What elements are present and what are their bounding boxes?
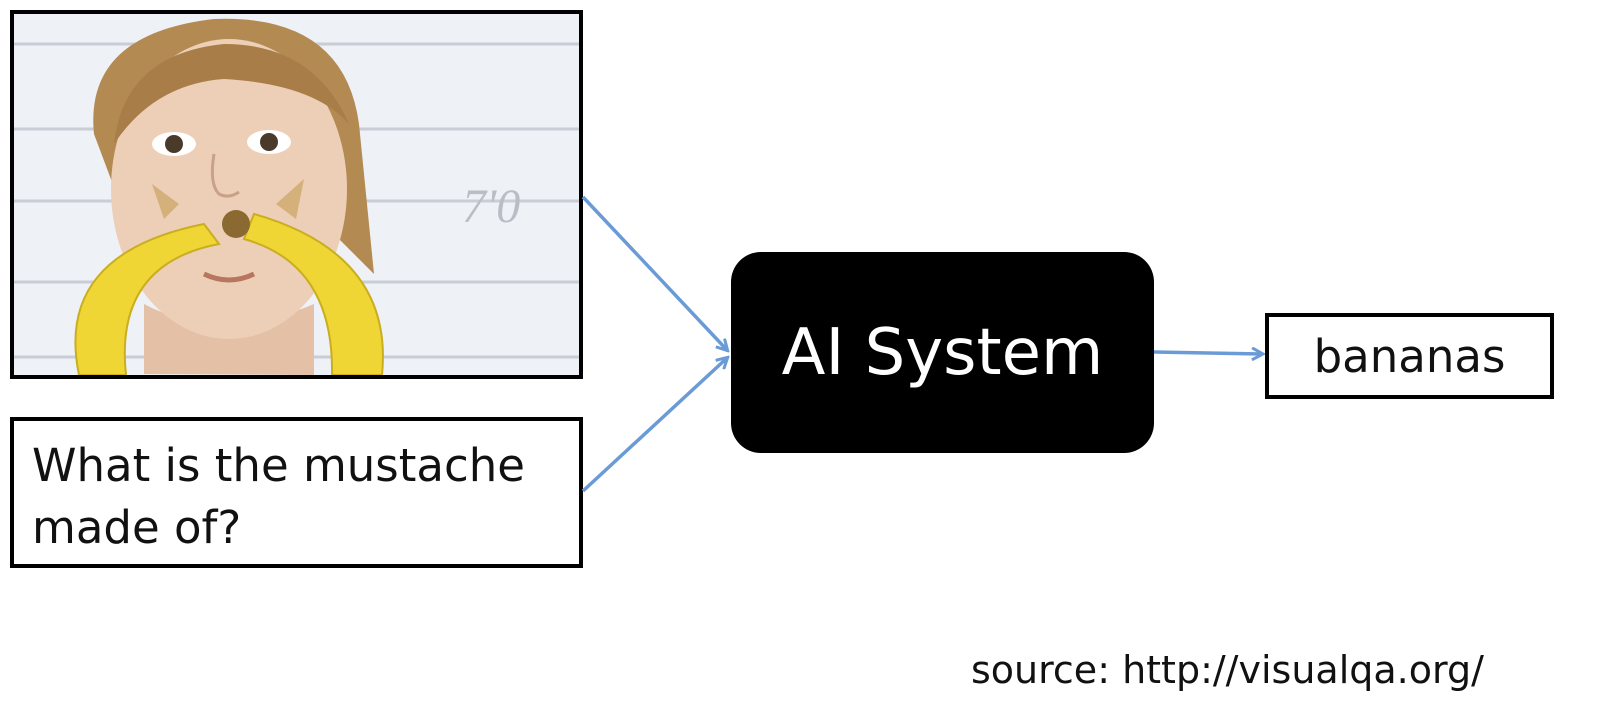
input-image: 7'0 (10, 10, 583, 379)
arrow-system-to-answer (1153, 352, 1262, 354)
mouth (202, 271, 256, 283)
banana-left (74, 222, 221, 375)
question-text: What is the mustache made of? (32, 439, 525, 554)
source-caption: source: http://visualqa.org/ (971, 648, 1484, 692)
hair-fringe (114, 44, 349, 144)
arrow-question-to-system (581, 358, 727, 493)
question-box: What is the mustache made of? (10, 417, 583, 568)
answer-box: bananas (1265, 313, 1554, 399)
banana-stems (222, 210, 250, 238)
arrow-image-to-system (581, 195, 727, 350)
ai-system-label: AI System (781, 315, 1104, 390)
photo-illustration: 7'0 (14, 14, 579, 375)
ai-system-box: AI System (731, 252, 1154, 453)
face (111, 39, 347, 339)
answer-text: bananas (1313, 329, 1506, 383)
wall-height-marking: 7'0 (462, 180, 520, 233)
banana-right (242, 212, 384, 375)
nose (210, 153, 240, 198)
